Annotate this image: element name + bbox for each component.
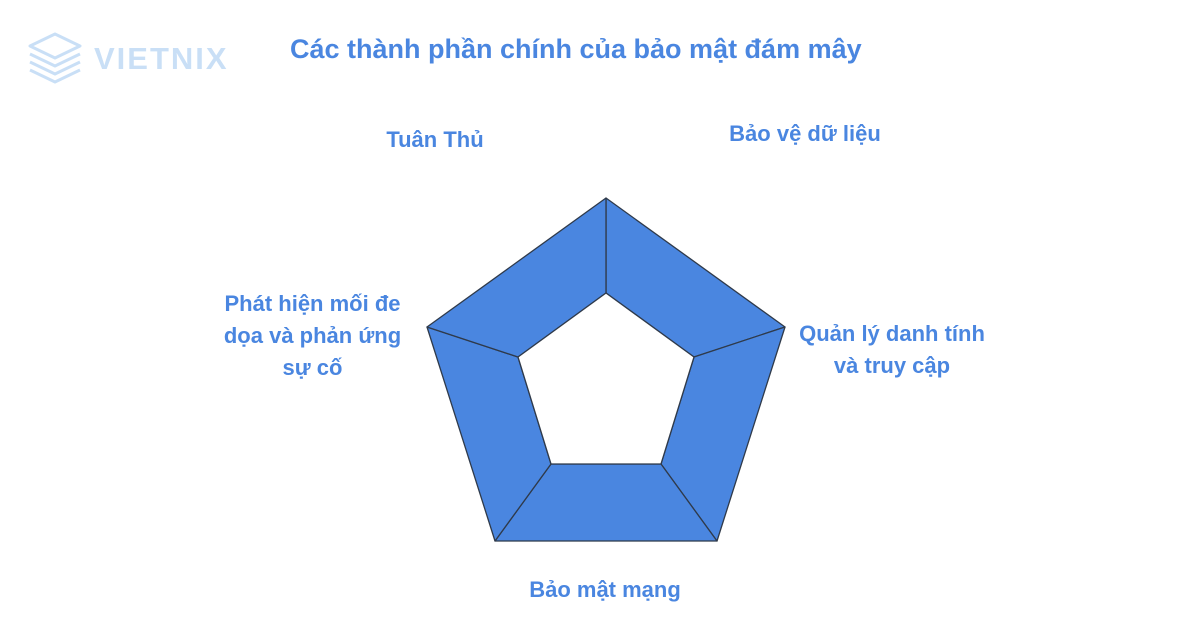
pentagon-center	[517, 292, 695, 465]
label-quan-ly-danh-tinh: Quản lý danh tính và truy cập	[799, 321, 985, 378]
label-tuan-thu: Tuân Thủ	[386, 127, 484, 152]
label-phat-hien-moi-de-doa: Phát hiện mối đe dọa và phản ứng sự cố	[223, 291, 402, 380]
label-bao-mat-mang: Bảo mật mạng	[529, 577, 681, 602]
stacked-layers-icon	[26, 30, 84, 88]
vietnix-logo: VIETNIX	[26, 30, 229, 88]
page-title: Các thành phần chính của bảo mật đám mây	[290, 34, 862, 64]
label-bao-ve-du-lieu: Bảo vệ dữ liệu	[729, 121, 881, 146]
logo-text: VIETNIX	[94, 41, 229, 76]
